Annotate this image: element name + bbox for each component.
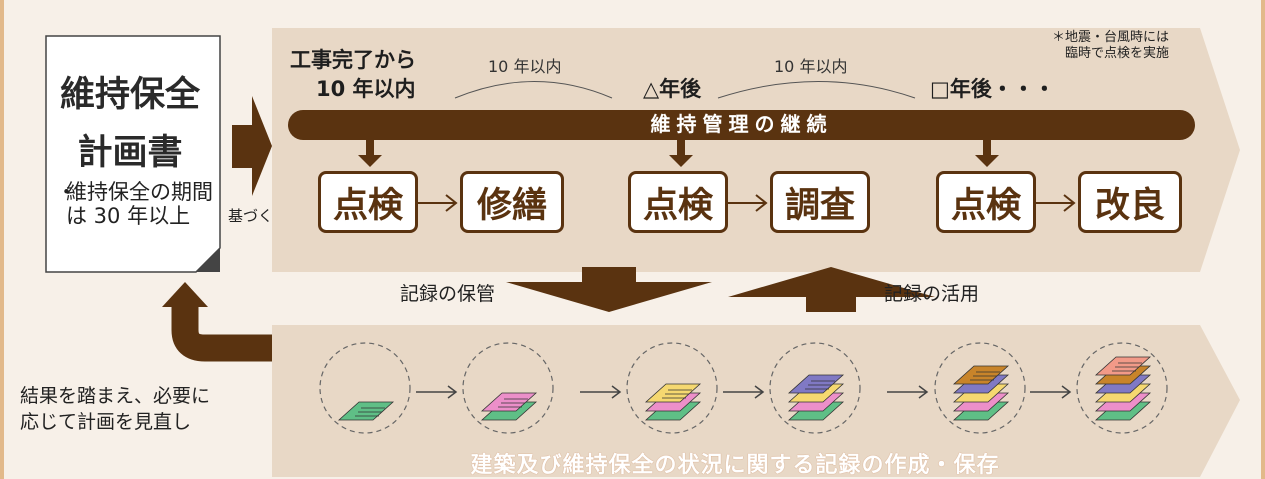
plan-document-icon <box>45 35 221 273</box>
timeline-mid: △年後 <box>643 77 702 101</box>
use-arrow <box>728 267 935 312</box>
plan-title: 維持保全 計画書 <box>46 66 214 182</box>
disaster-note-line2: 臨時で点検を実施 <box>1065 46 1170 61</box>
lower-band <box>272 325 1240 477</box>
review-note: 結果を踏まえ、必要に 応じて計画を見直し <box>20 383 210 435</box>
plan-title-line2: 計画書 <box>77 133 183 173</box>
store-arrow <box>506 267 712 312</box>
maintenance-bar-label: 維持管理の継続 <box>650 112 833 136</box>
plan-note-bullet: ・ <box>56 180 77 204</box>
record-store-label: 記録の保管 <box>400 283 496 305</box>
step-inspection-2: 点検 <box>628 171 728 233</box>
step-arrows <box>417 194 1076 212</box>
document-sheet <box>1094 356 1152 376</box>
document-sheet <box>644 383 702 403</box>
interval-arc-2 <box>717 81 916 99</box>
interval-arc-1 <box>454 81 613 99</box>
timeline-start-line2: 10 年以内 <box>316 77 416 101</box>
disaster-note-line1: ＊地震・台風時には <box>1052 30 1170 45</box>
record-stack-icon <box>952 365 1010 421</box>
document-sheet <box>480 392 538 412</box>
review-loop-arrow <box>171 305 272 362</box>
bar-down-arrows <box>358 140 999 167</box>
record-stack-icon <box>787 374 845 421</box>
record-stack-icon <box>337 401 395 421</box>
based-on-arrow <box>232 96 272 196</box>
interval-label-2: 10 年以内 <box>774 57 848 76</box>
timeline-start-line1: 工事完了から <box>290 48 416 72</box>
maintenance-bar <box>288 110 1195 140</box>
record-stack-icon <box>1094 356 1152 421</box>
step-repair: 修繕 <box>460 171 564 233</box>
step-inspection-3: 点検 <box>936 171 1036 233</box>
review-note-line1: 結果を踏まえ、必要に <box>20 385 211 407</box>
disaster-note: ＊地震・台風時には 臨時で点検を実施 <box>1052 30 1169 62</box>
plan-note-text: 維持保全の期間は 30 年以上 <box>66 180 213 228</box>
review-note-line2: 応じて計画を見直し <box>20 411 192 433</box>
record-stack-icon <box>644 383 702 421</box>
step-inspection-1: 点検 <box>318 171 418 233</box>
step-improvement: 改良 <box>1078 171 1182 233</box>
document-sheet <box>952 365 1010 385</box>
record-use-label: 記録の活用 <box>884 283 980 305</box>
record-circles <box>319 342 1168 434</box>
based-on-label: 基づく <box>228 207 274 225</box>
document-sheet <box>337 401 395 421</box>
record-stack-icon <box>480 392 538 421</box>
step-survey: 調査 <box>770 171 870 233</box>
plan-note: ・維持保全の期間は 30 年以上 <box>56 180 216 228</box>
plan-title-line1: 維持保全 <box>59 75 200 115</box>
upper-band <box>272 28 1240 272</box>
interval-label-1: 10 年以内 <box>488 57 562 76</box>
document-sheet <box>787 374 845 394</box>
footer-caption: 建築及び維持保全の状況に関する記録の作成・保存 <box>470 453 1000 478</box>
record-arrows <box>416 385 1072 399</box>
timeline-end: □年後・・・ <box>930 77 1055 101</box>
